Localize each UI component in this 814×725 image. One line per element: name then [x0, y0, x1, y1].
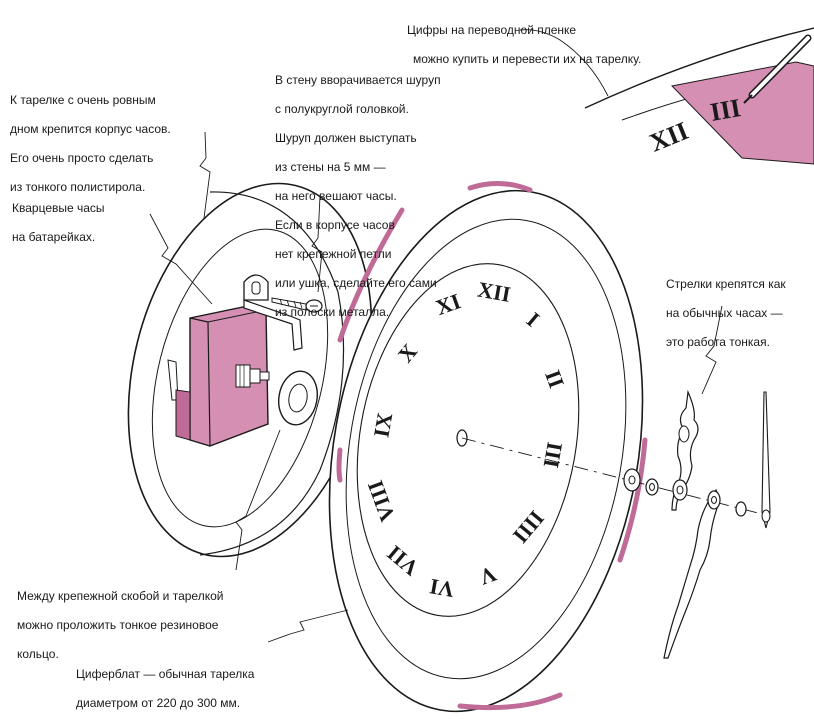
dial-numeral-iii: III: [539, 440, 568, 470]
leader-lines: [149, 29, 723, 643]
annotation-case-line: Его очень просто сделать: [10, 150, 154, 165]
leader-screw: [311, 195, 323, 293]
quartz-movement: [167, 305, 270, 447]
annotation-gasket-line: можно проложить тонкое резиновое: [17, 617, 219, 632]
annotation-hands-line: на обычных часах —: [666, 305, 783, 320]
leader-decal: [519, 29, 609, 97]
leader-dial: [267, 609, 349, 643]
annotation-case-line: К тарелке с очень ровным: [10, 92, 156, 107]
dial-numeral-vi: VI: [428, 574, 456, 603]
decal-sheet: XII III: [584, 27, 814, 165]
annotation-screw-line: из стены на 5 мм —: [275, 159, 386, 174]
annotation-case: К тарелке с очень ровным дном крепится к…: [10, 78, 171, 209]
annotation-movement: Кварцевые часы на батарейках.: [12, 186, 105, 259]
annotation-screw-line: Шуруп должен выступать: [275, 130, 417, 145]
annotation-decal: Цифры на переводной пленке можно купить …: [407, 8, 641, 81]
annotation-screw-line: из полоски металла.: [275, 304, 390, 319]
annotation-dial: Циферблат — обычная тарелка диаметром от…: [76, 652, 254, 725]
annotation-gasket: Между крепежной скобой и тарелкой можно …: [17, 574, 223, 676]
annotation-movement-line: на батарейках.: [12, 229, 96, 244]
leader-gasket: [235, 429, 281, 571]
mounting-bracket: [243, 274, 303, 351]
annotation-decal-line: можно купить и перевести их на тарелку.: [413, 51, 642, 66]
annotation-case-line: дном крепится корпус часов.: [10, 121, 171, 136]
annotation-case-line: из тонкого полистирола.: [10, 179, 146, 194]
leader-hands: [701, 305, 723, 395]
annotation-screw-line: с полукруглой головкой.: [275, 101, 409, 116]
annotation-movement-line: Кварцевые часы: [12, 200, 105, 215]
annotation-screw-line: на него вешают часы.: [275, 188, 397, 203]
annotation-hands-line: Стрелки крепятся как: [666, 276, 786, 291]
annotation-dial-line: Циферблат — обычная тарелка: [76, 666, 255, 681]
annotation-gasket-line: Между крепежной скобой и тарелкой: [17, 588, 224, 603]
leader-case: [199, 131, 211, 219]
annotation-dial-line: диаметром от 220 до 300 мм.: [76, 695, 241, 710]
annotation-hands-line: это работа тонкая.: [666, 334, 770, 349]
decal-numeral-iii: III: [708, 93, 743, 127]
annotation-screw: В стену вворачивается шуруп с полукругло…: [275, 58, 441, 334]
annotation-screw-line: В стену вворачивается шуруп: [275, 72, 441, 87]
annotation-screw-line: или ушка, сделайте его сами: [275, 275, 437, 290]
second-hand: [761, 391, 771, 529]
annotation-screw-line: Если в корпусе часов: [275, 217, 395, 232]
dial-numeral-ix: IX: [368, 411, 397, 440]
hour-hand: [671, 389, 699, 511]
minute-hand: [663, 488, 721, 659]
annotation-gasket-line: кольцо.: [17, 646, 59, 661]
leader-movement: [149, 213, 213, 305]
decal-numeral-xii: XII: [645, 116, 692, 158]
annotation-hands: Стрелки крепятся как на обычных часах — …: [666, 262, 786, 364]
hand-washers: [623, 468, 747, 517]
annotation-screw-line: нет крепежной петли: [275, 246, 392, 261]
dial-numeral-xii: XII: [476, 277, 513, 307]
wall-screw: [271, 297, 323, 313]
movement-shaft: [235, 364, 270, 388]
applicator-stick: [743, 34, 812, 104]
annotation-decal-line: Цифры на переводной пленке: [407, 22, 577, 37]
rubber-ring: [278, 370, 318, 426]
